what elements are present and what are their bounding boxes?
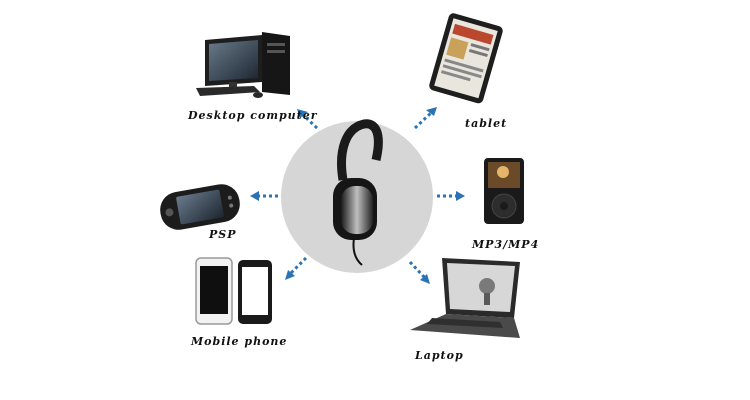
psp-icon [160,184,240,230]
arrow-to-mobile [288,256,308,276]
arrowhead-psp [250,191,259,201]
label-tablet: tablet [465,117,508,130]
label-desktop-computer: Desktop computer [188,109,318,122]
tablet-icon [429,13,503,104]
arrowhead-mobile [285,270,295,280]
arrowhead-laptop [420,274,430,284]
label-mobile-phone: Mobile phone [191,335,288,348]
mp3-player-icon [484,158,524,224]
label-mp3: MP3/MP4 [472,238,540,251]
label-laptop: Laptop [415,349,464,362]
arrow-to-laptop [408,260,427,280]
label-psp: PSP [209,228,237,241]
arrowhead-tablet [426,107,437,116]
laptop-icon [410,258,520,338]
arrowhead-desktop [297,109,308,118]
headphones-icon [333,119,383,266]
arrow-to-tablet [413,110,434,130]
desktop-computer-icon [196,32,290,98]
arrowhead-mp3 [456,191,465,201]
mobile-phone-icon [195,257,272,325]
